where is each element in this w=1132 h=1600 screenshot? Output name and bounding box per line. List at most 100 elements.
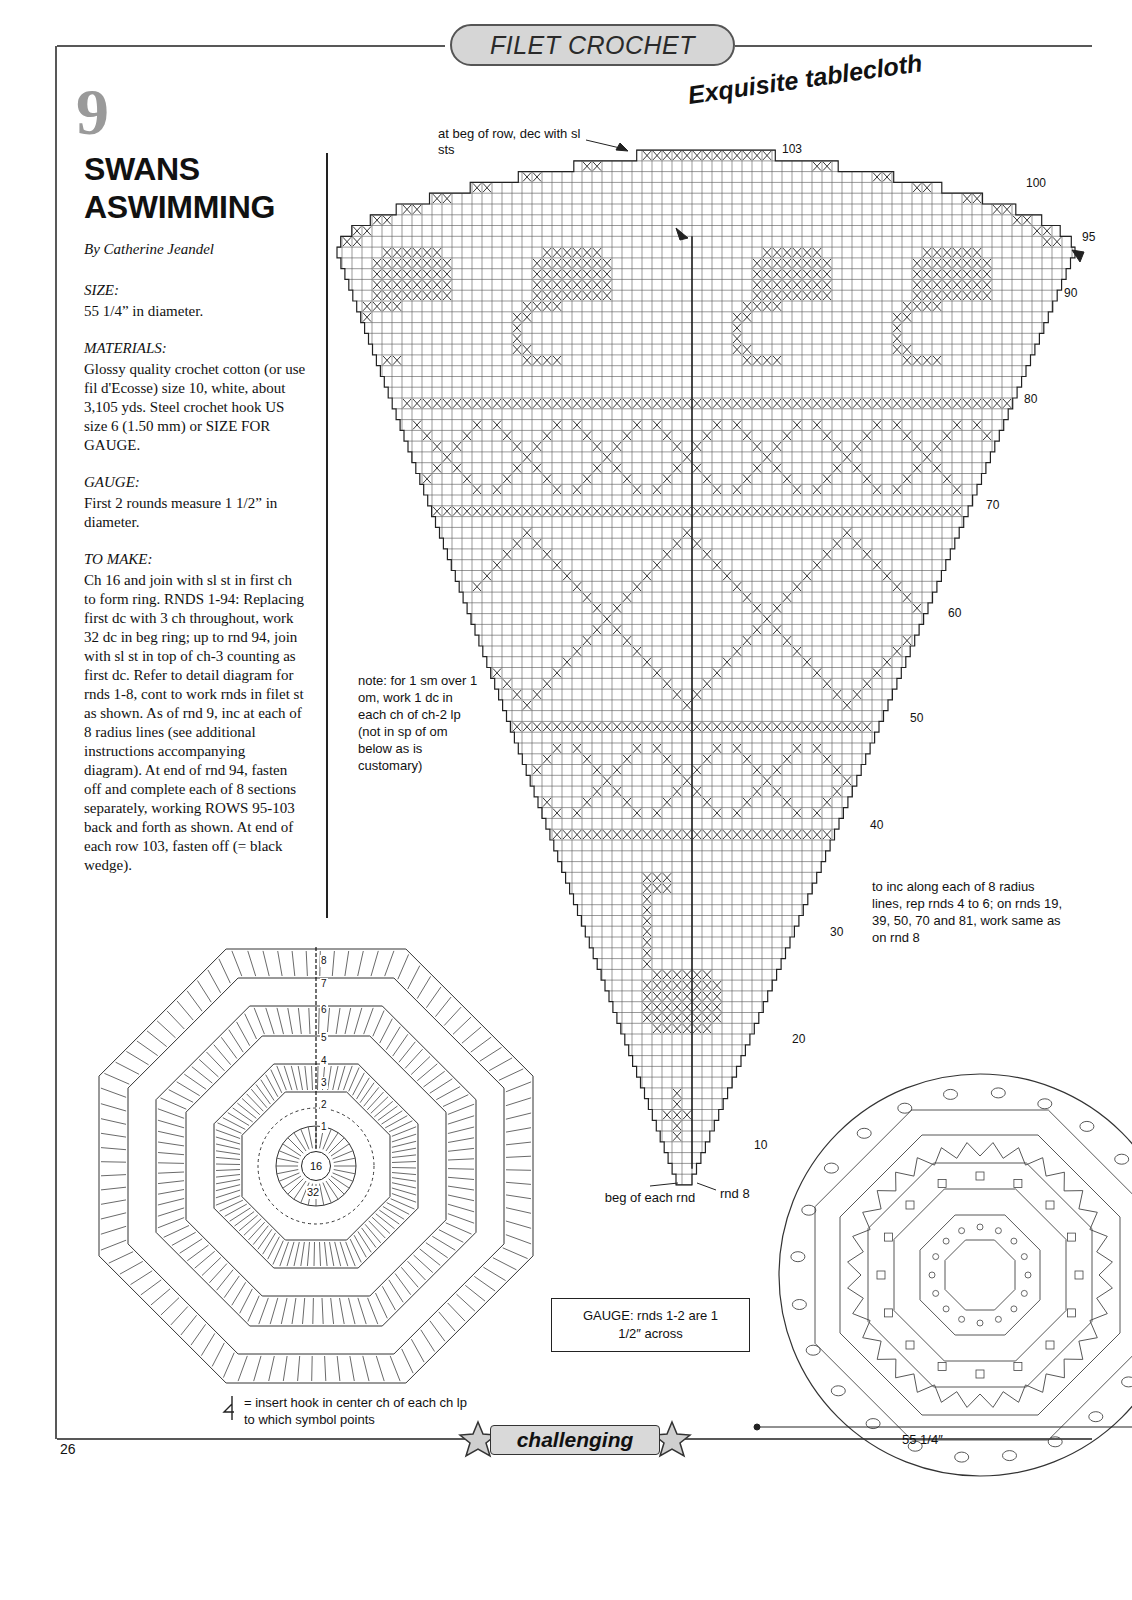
tablecloth-thumbnail <box>779 1074 1132 1476</box>
column-divider <box>326 153 328 918</box>
byline: By Catherine Jeandel <box>84 240 306 259</box>
body-text: 55 1/4” in diameter. <box>84 302 306 321</box>
mesh-motif <box>906 1201 914 1209</box>
mesh-motif <box>1011 1306 1017 1312</box>
row-number: 90 <box>1064 286 1077 300</box>
octagon-ring <box>894 1189 1066 1361</box>
octagon-ring <box>242 1092 390 1240</box>
mesh-motif <box>933 1254 939 1260</box>
swan-motif <box>944 1089 958 1099</box>
octagon-ring <box>945 1240 1015 1310</box>
mesh-motif <box>995 1228 1001 1234</box>
mesh-motif <box>938 1180 946 1188</box>
mesh-motif <box>1068 1309 1076 1317</box>
mesh-motif <box>1075 1271 1083 1279</box>
start-line <box>315 946 316 1149</box>
octagon-ring <box>920 1215 1040 1335</box>
leader-line <box>650 1183 678 1186</box>
leader-line <box>697 1183 716 1190</box>
chart-grid <box>337 150 1075 1185</box>
row-number: 10 <box>754 1138 767 1152</box>
mesh-motif <box>943 1306 949 1312</box>
arrowhead <box>616 143 628 151</box>
chart-outline <box>337 150 1075 1185</box>
zigzag-band <box>848 1143 1113 1408</box>
body-text: First 2 rounds measure 1 1/2” in diamete… <box>84 494 306 532</box>
page-frame <box>56 46 1092 1439</box>
row-number: 50 <box>910 711 923 725</box>
node-text: FILET CROCHET <box>490 31 695 60</box>
body-text: Glossy quality crochet cotton (or use fi… <box>84 360 306 455</box>
pattern-title: SWANS ASWIMMING <box>84 150 306 226</box>
leaders <box>224 140 1132 1430</box>
pattern-number: 9 <box>76 72 109 151</box>
dimension: 55 1/4″ <box>902 1432 943 1448</box>
mesh-motif <box>938 1363 946 1371</box>
row-number: 95 <box>1082 230 1095 244</box>
row-number: 60 <box>948 606 961 620</box>
mesh-motif <box>1046 1341 1054 1349</box>
mesh-motif <box>1014 1363 1022 1371</box>
frame-line <box>56 46 1092 1439</box>
swan-motif <box>1122 1377 1132 1387</box>
swan-motif <box>991 1088 1005 1098</box>
section-banner: FILET CROCHET <box>450 24 735 66</box>
swan-motif <box>824 1163 838 1173</box>
row-number: 80 <box>1024 392 1037 406</box>
section-heading: GAUGE: <box>84 473 306 492</box>
row-number: 70 <box>986 498 999 512</box>
legend-symbol <box>224 1396 234 1420</box>
mesh-motif <box>977 1320 983 1326</box>
arrowhead <box>676 228 688 240</box>
round-number: 7 <box>320 978 328 990</box>
octagon-ring <box>815 1110 1132 1440</box>
round-number: 8 <box>320 955 328 967</box>
mesh-motif <box>1046 1201 1054 1209</box>
mesh-motif <box>885 1233 893 1241</box>
text-column: SWANS ASWIMMING By Catherine JeandelSIZE:… <box>84 150 306 875</box>
swan-motif <box>792 1300 806 1310</box>
row-number: 20 <box>792 1032 805 1046</box>
octagon-ring <box>840 1135 1120 1415</box>
chart-note: beg of each rnd <box>604 1190 696 1206</box>
swan-motif <box>1038 1099 1052 1109</box>
swan-motif <box>802 1205 816 1215</box>
mesh-motif <box>976 1370 984 1378</box>
round-number: 6 <box>320 1004 328 1016</box>
mesh-motif <box>959 1228 965 1234</box>
swan-motif <box>1080 1121 1094 1131</box>
swan-motif <box>1089 1412 1103 1422</box>
dimension-dot <box>754 1424 760 1430</box>
row-number: 40 <box>870 818 883 832</box>
filled-mesh <box>343 151 1061 1141</box>
row-number: 103 <box>782 142 802 156</box>
swan-motif <box>806 1345 820 1355</box>
swan-motif <box>857 1128 871 1138</box>
chart-note: note: for 1 sm over 1 om, work 1 dc in e… <box>358 672 480 774</box>
difficulty-banner: challenging <box>490 1425 660 1455</box>
mesh-motif <box>943 1238 949 1244</box>
filet-chart <box>337 150 1075 1185</box>
round-number: 3 <box>320 1077 328 1089</box>
row-number: 30 <box>830 925 843 939</box>
radius-line <box>691 236 692 1169</box>
swan-motif <box>955 1452 969 1462</box>
mesh-motif <box>929 1272 935 1278</box>
detail-diagram <box>99 946 533 1383</box>
section-heading: TO MAKE: <box>84 550 306 569</box>
mesh-motif <box>877 1271 885 1279</box>
node-text: 16 <box>310 1160 322 1172</box>
mesh-motif <box>1014 1180 1022 1188</box>
legend-text: = insert hook in center ch of each ch lp… <box>244 1394 480 1428</box>
section-heading: MATERIALS: <box>84 339 306 358</box>
mesh-motif <box>1021 1254 1027 1260</box>
mesh-motif <box>885 1309 893 1317</box>
row-number: 100 <box>1026 176 1046 190</box>
mesh-motif <box>933 1290 939 1296</box>
mesh-motif <box>1021 1290 1027 1296</box>
octagon-ring <box>868 1163 1092 1387</box>
section-heading: SIZE: <box>84 281 306 300</box>
stars <box>460 1422 690 1456</box>
gauge-box: GAUGE: rnds 1-2 are 1 1/2″ across <box>551 1298 750 1352</box>
